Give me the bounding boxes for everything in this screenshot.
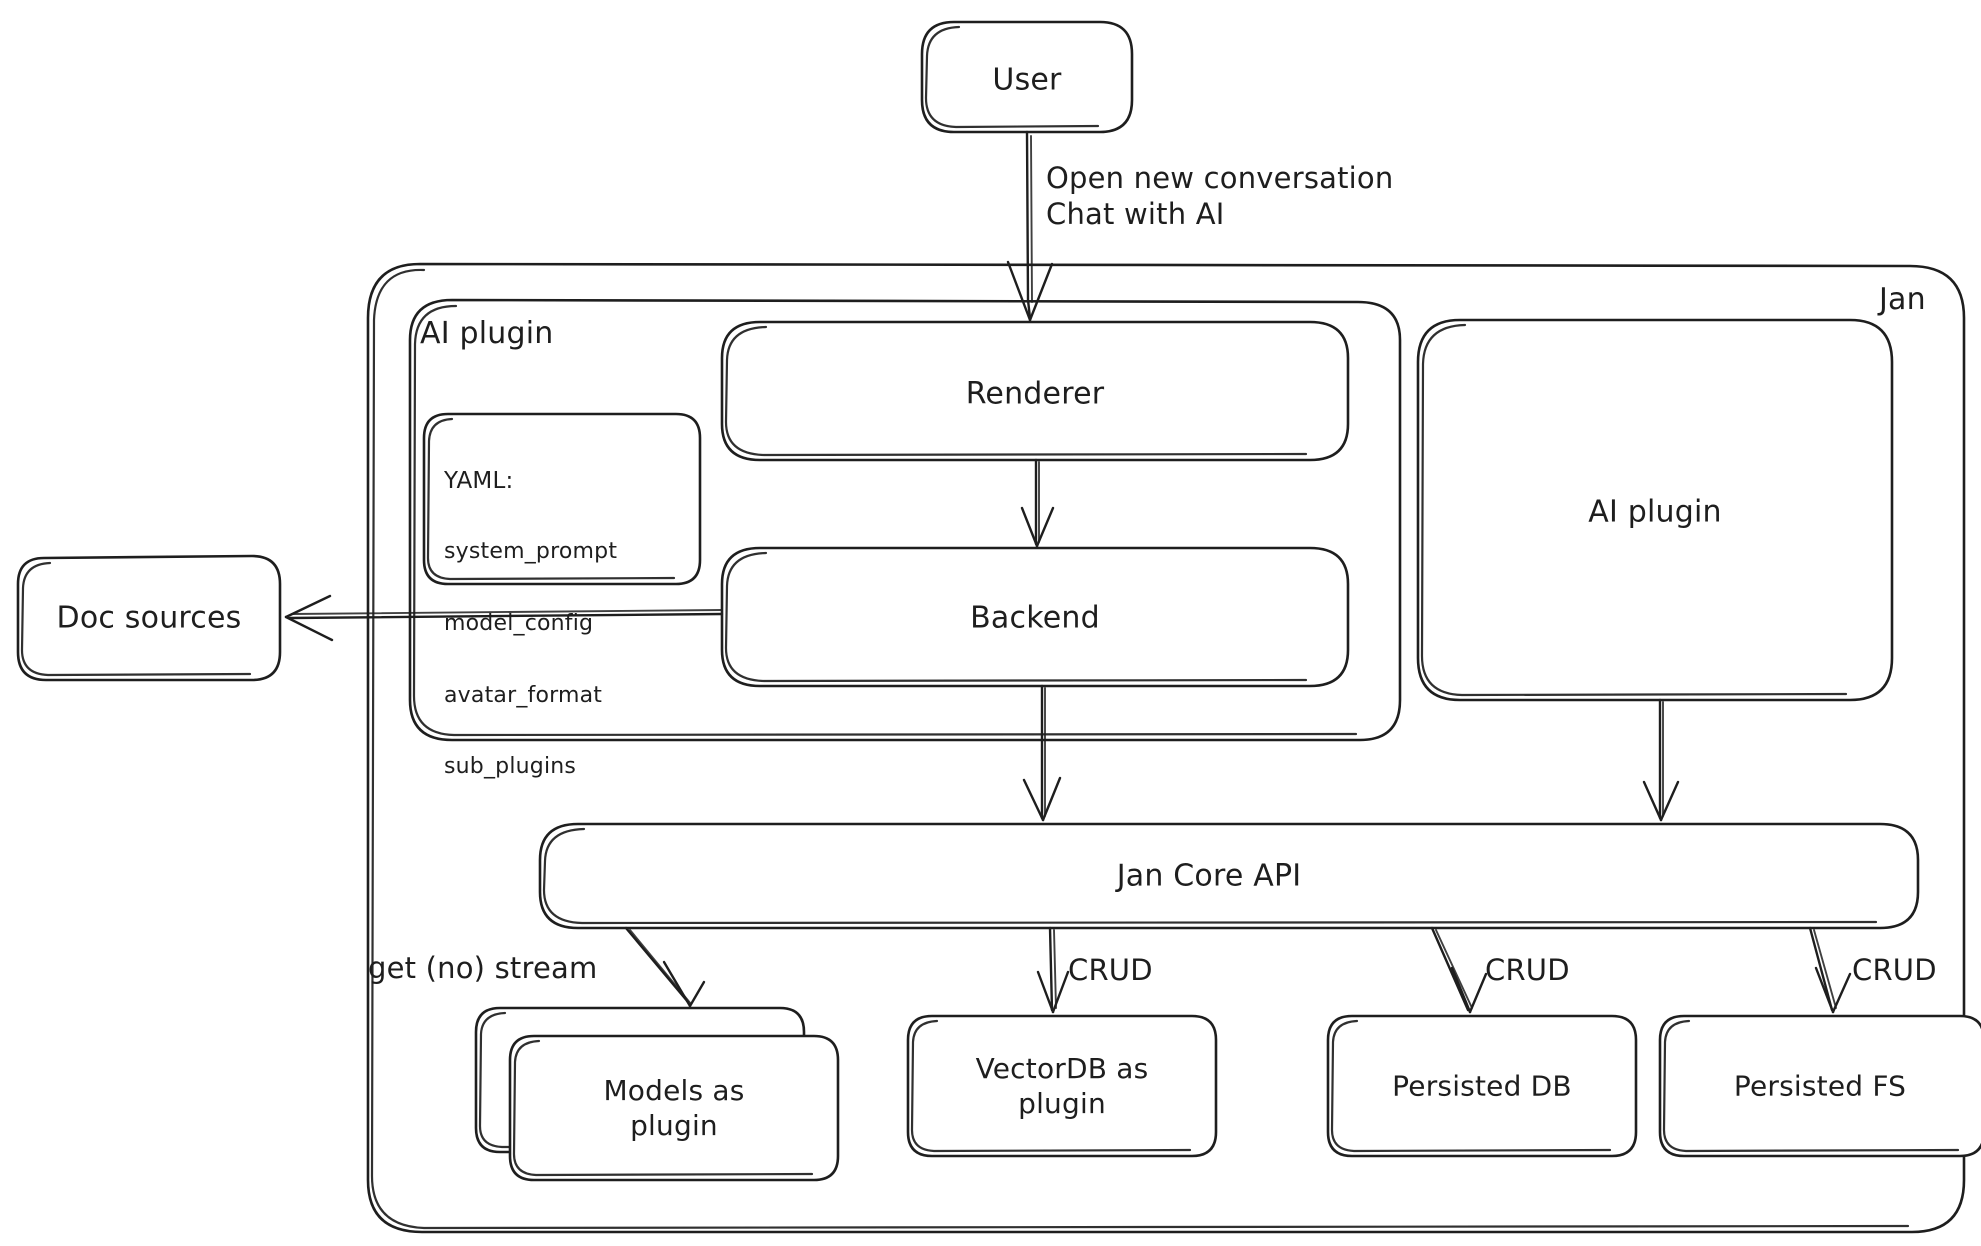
edge-label-crud-vectordb: CRUD [1068, 953, 1153, 987]
yaml-item-avatar-format: avatar_format [444, 682, 603, 708]
persisted-db-shape [1326, 1014, 1638, 1158]
edge-core-to-models [624, 926, 706, 1008]
models-plugin-front-shape [508, 1034, 840, 1182]
edge-ai-plugin-to-core [1642, 698, 1680, 822]
vectordb-plugin-shape [906, 1014, 1218, 1158]
yaml-item-model-config: model_config [444, 610, 594, 636]
edge-label-user-to-renderer: Open new conversation Chat with AI [1046, 161, 1394, 232]
edge-core-to-persisted-fs [1808, 926, 1852, 1014]
yaml-heading: YAML: [444, 468, 514, 494]
persisted-fs-shape [1658, 1014, 1981, 1158]
container-label-jan: Jan [1879, 282, 1926, 317]
doc-sources-shape [16, 554, 282, 682]
edge-renderer-to-backend [1020, 458, 1055, 548]
renderer-shape [720, 320, 1350, 462]
node-label-persisted-db: Persisted DB [1392, 1069, 1572, 1103]
node-label-backend: Backend [970, 600, 1100, 636]
user-shape [920, 20, 1134, 134]
node-label-jan-core-api: Jan Core API [1116, 858, 1302, 894]
edge-core-to-vectordb [1036, 926, 1070, 1014]
yaml-item-system-prompt: system_prompt [444, 538, 618, 564]
node-label-vectordb-plugin: VectorDB as plugin [975, 1052, 1149, 1120]
node-label-persisted-fs: Persisted FS [1733, 1069, 1907, 1103]
node-label-doc-sources: Doc sources [56, 600, 242, 636]
edge-backend-to-doc-sources [284, 594, 724, 642]
edge-label-crud-persisted-fs: CRUD [1852, 953, 1937, 987]
yaml-item-sub-plugins: sub_plugins [444, 754, 577, 780]
edge-user-to-renderer [1006, 130, 1054, 322]
jan-core-api-shape [538, 822, 1920, 930]
edge-backend-to-core [1022, 684, 1062, 822]
node-label-renderer: Renderer [965, 376, 1105, 412]
node-label-ai-plugin-box: AI plugin [1588, 494, 1722, 530]
yaml-card-shape [422, 412, 702, 586]
node-label-models-plugin: Models as plugin [603, 1074, 745, 1142]
yaml-card: YAML: system_prompt model_config avatar_… [444, 427, 617, 823]
edge-label-crud-persisted-db: CRUD [1485, 953, 1570, 987]
node-label-user: User [992, 62, 1062, 98]
edge-label-get-no-stream: get (no) stream [368, 951, 598, 985]
ai-plugin-box-shape [1416, 318, 1894, 702]
edge-core-to-persisted-db [1430, 926, 1488, 1014]
container-label-ai-plugin: AI plugin [420, 316, 554, 351]
backend-shape [720, 546, 1350, 688]
